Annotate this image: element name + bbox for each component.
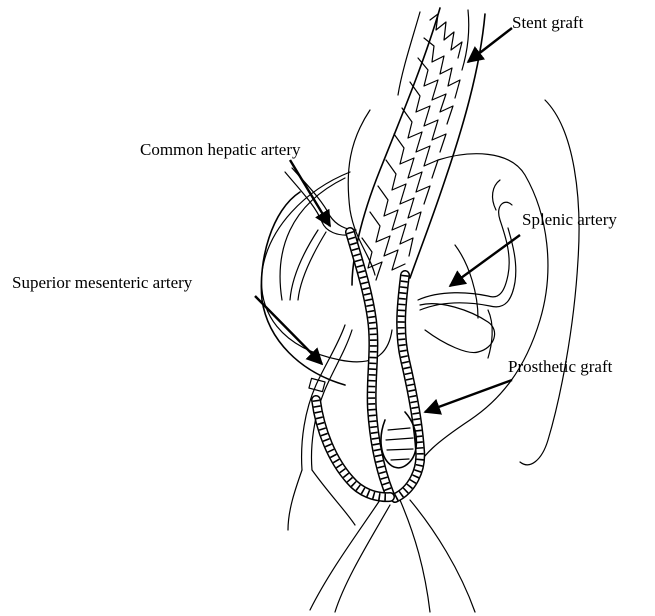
common-hepatic-artery-label: Common hepatic artery <box>140 140 301 159</box>
stent-graft <box>352 8 485 285</box>
splenic-artery-label: Splenic artery <box>522 210 617 229</box>
label-superior-mesenteric-artery: Superior mesenteric artery <box>12 273 322 364</box>
label-stent-graft: Stent graft <box>468 13 584 62</box>
superior-mesenteric-artery-arrow <box>255 296 322 364</box>
stent-graft-arrow <box>468 28 512 62</box>
common-hepatic-artery-arrow <box>290 160 330 226</box>
stent-graft-label: Stent graft <box>512 13 584 32</box>
prosthetic-graft-label: Prosthetic graft <box>508 357 613 376</box>
label-splenic-artery: Splenic artery <box>450 210 617 286</box>
label-prosthetic-graft: Prosthetic graft <box>425 357 613 412</box>
superior-mesenteric-artery-label: Superior mesenteric artery <box>12 273 193 292</box>
prosthetic-graft <box>316 232 420 498</box>
native-arteries <box>285 168 516 612</box>
label-common-hepatic-artery: Common hepatic artery <box>140 140 330 226</box>
